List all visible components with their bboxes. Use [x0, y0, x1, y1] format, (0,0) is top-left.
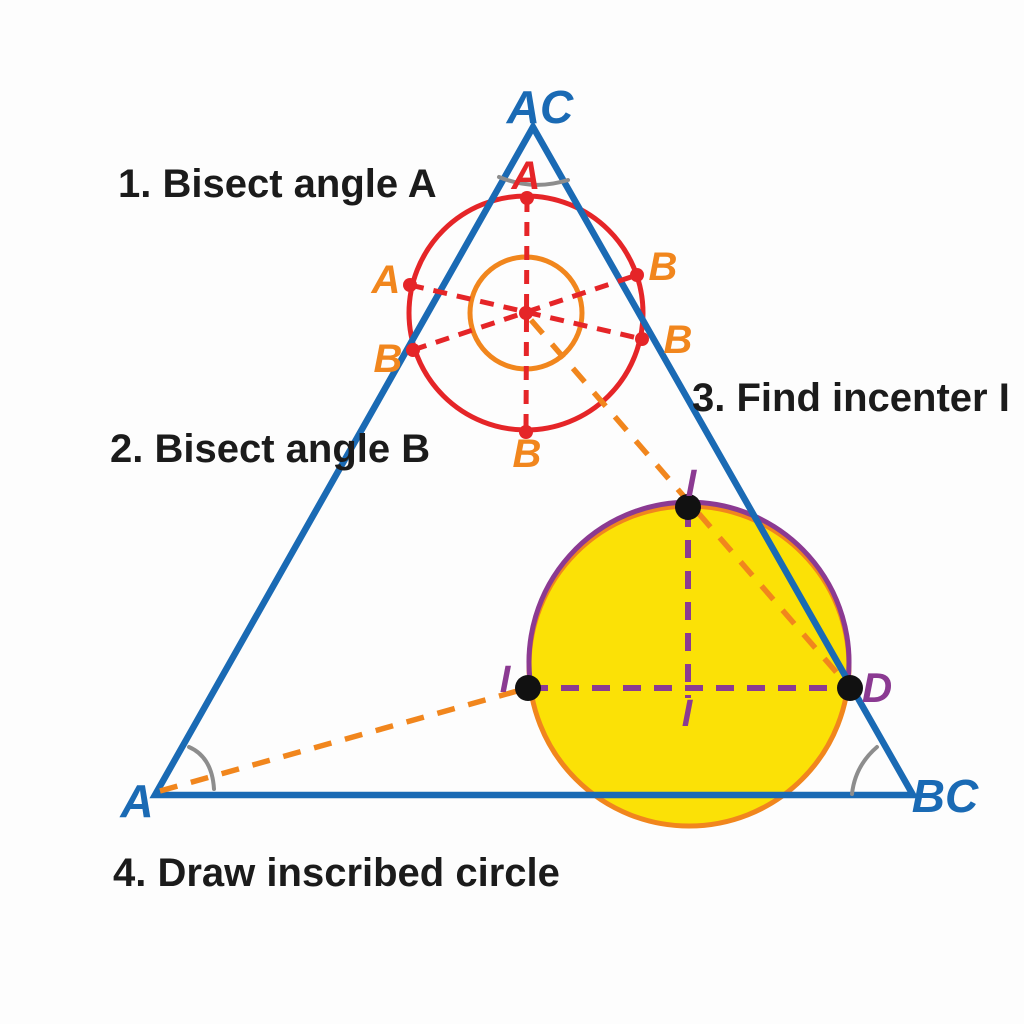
compass-right-b-label: B	[664, 318, 693, 362]
red-dashed-chord-a-to-b	[409, 282, 643, 342]
vertex-label-bottom-right: BC	[912, 770, 979, 822]
compass-center-dot	[519, 306, 533, 320]
step-2-label: 2. Bisect angle B	[110, 427, 430, 471]
angle-bisector-from-top	[528, 318, 853, 690]
compass-left-a-label: A	[371, 258, 401, 302]
angle-arc-bottom-right	[850, 745, 879, 796]
step-4-label: 4. Draw inscribed circle	[113, 851, 560, 895]
incenter-bottom-label: I	[682, 693, 694, 735]
compass-left-b-dot	[406, 343, 420, 357]
compass-right-b-dot	[635, 332, 649, 346]
incenter-left-label: I	[500, 659, 512, 701]
vertex-label-top: AC	[506, 81, 574, 133]
angle-bisector-from-a	[159, 685, 529, 794]
compass-left-b-label: B	[374, 337, 403, 381]
incircle-tangent-point-d	[837, 675, 863, 701]
step-3-label: 3. Find incenter I	[692, 376, 1010, 420]
angle-arc-bottom-left	[187, 745, 216, 791]
red-dashed-chord-b-to-b	[412, 272, 638, 353]
compass-upper-right-b-dot	[630, 268, 644, 282]
compass-apex-label: A	[511, 154, 541, 198]
incircle-left-point	[515, 675, 541, 701]
angle-arc-apex	[497, 175, 570, 187]
tangent-point-d-label: D	[862, 664, 892, 711]
incircle-top-point	[675, 494, 701, 520]
step-1-label: 1. Bisect angle A	[118, 162, 437, 206]
compass-bottom-b-label: B	[513, 432, 542, 476]
compass-top-dot	[520, 191, 534, 205]
compass-left-a-dot	[403, 278, 417, 292]
incenter-top-label: I	[686, 463, 698, 505]
compass-bottom-dot	[519, 425, 533, 439]
vertex-label-bottom-left: A	[119, 775, 153, 827]
red-dashed-chord-vertical	[523, 197, 530, 433]
compass-upper-right-b-label: B	[649, 245, 678, 289]
triangle-outline	[149, 120, 919, 799]
